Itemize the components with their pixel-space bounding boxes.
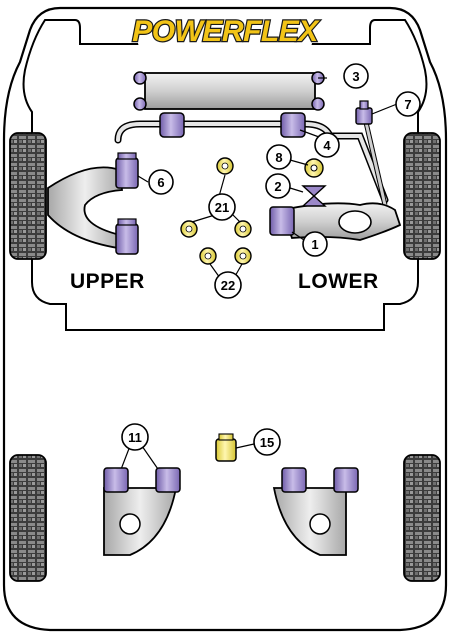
yellow-washer [304, 158, 324, 178]
front-crossmember [133, 71, 325, 111]
bump-stop-bush [301, 185, 327, 207]
svg-text:POWERFLEX: POWERFLEX [132, 15, 320, 48]
tyre-icon [403, 454, 441, 582]
rear-trailing-arm-left [103, 467, 181, 556]
tyre-icon [9, 132, 47, 260]
chassis-outline [22, 19, 428, 331]
upper-wishbone [47, 152, 139, 255]
svg-text:4: 4 [323, 138, 331, 153]
svg-text:21: 21 [215, 200, 229, 215]
callout-1: 1 [302, 231, 328, 257]
drop-link [355, 100, 388, 206]
svg-text:22: 22 [221, 278, 235, 293]
svg-text:11: 11 [128, 430, 142, 445]
callout-2: 2 [265, 173, 291, 199]
svg-text:1: 1 [311, 237, 318, 252]
tyre-icon [9, 454, 47, 582]
powerflex-logo: POWERFLEX [131, 11, 322, 49]
yellow-bush-15 [215, 433, 237, 462]
callout-7: 7 [395, 91, 421, 117]
svg-text:3: 3 [352, 69, 359, 84]
anti-roll-bar-bush [159, 112, 306, 138]
lower-label: LOWER [298, 270, 379, 293]
callout-15: 15 [253, 428, 281, 456]
tyre-icon [403, 132, 441, 260]
svg-text:6: 6 [157, 175, 164, 190]
lower-wishbone [269, 202, 402, 241]
svg-text:7: 7 [404, 97, 411, 112]
svg-text:15: 15 [260, 435, 274, 450]
callout-21: 21 [208, 193, 236, 221]
rear-trailing-arm-right [272, 467, 359, 556]
callout-8: 8 [266, 144, 292, 170]
callout-3: 3 [343, 63, 369, 89]
callout-4: 4 [314, 132, 340, 158]
yellow-bush-cluster [180, 157, 252, 265]
callout-6: 6 [148, 169, 174, 195]
upper-label: UPPER [70, 270, 145, 293]
callout-22: 22 [214, 271, 242, 299]
svg-text:8: 8 [275, 150, 282, 165]
svg-text:2: 2 [274, 179, 281, 194]
callout-11: 11 [121, 423, 149, 451]
